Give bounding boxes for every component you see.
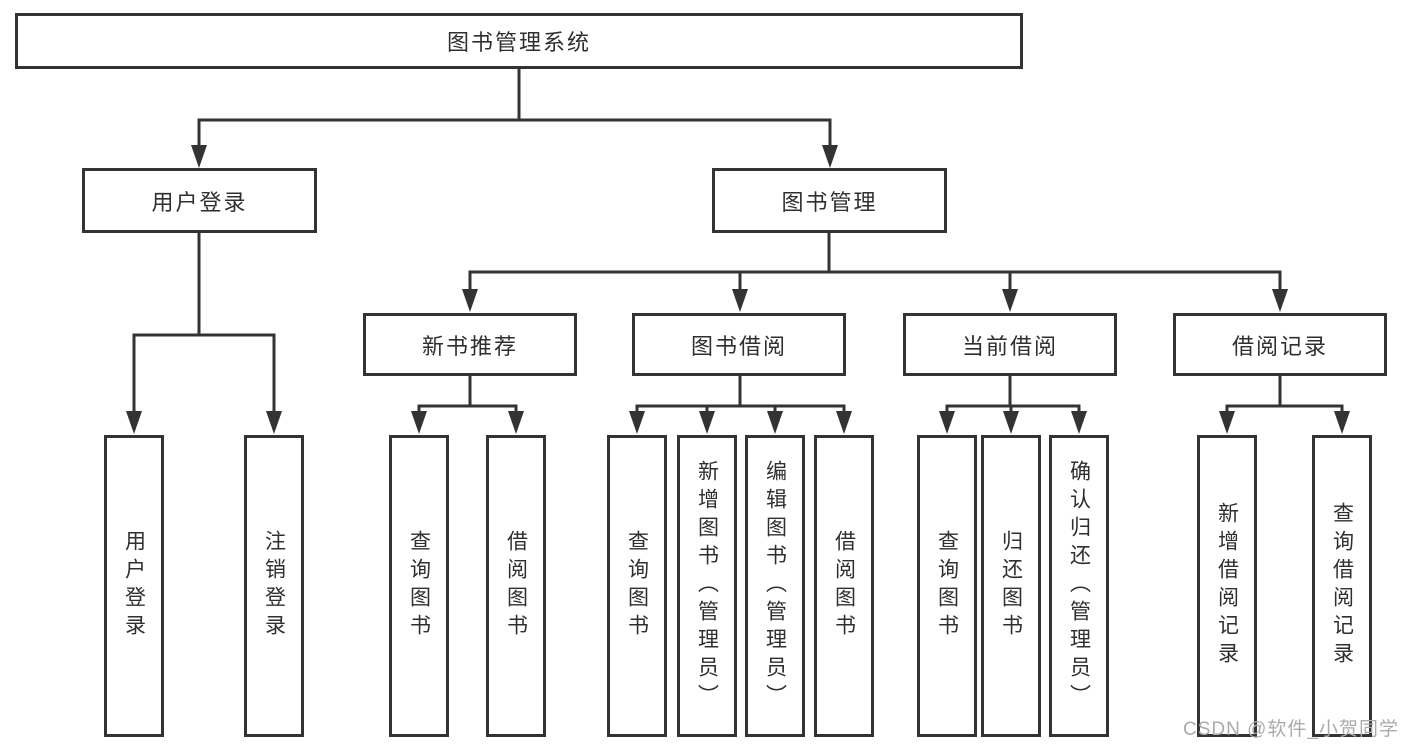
arrow-down-icon <box>266 411 282 434</box>
leaf-query-books-current: 查询图书 <box>917 435 977 737</box>
arrow-down-icon <box>462 289 478 312</box>
connector-paths <box>132 67 1344 416</box>
node-book-management: 图书管理 <box>712 168 947 233</box>
leaf-edit-book-admin: 编辑图书（管理员） <box>745 435 805 737</box>
leaf-label: 注销登录 <box>262 530 286 642</box>
arrow-down-icon <box>836 411 852 434</box>
arrow-down-icon <box>629 411 645 434</box>
arrow-down-icon <box>1334 411 1350 434</box>
arrow-down-icon <box>699 411 715 434</box>
node-book-borrowing: 图书借阅 <box>632 313 846 376</box>
leaf-query-books-borrowing: 查询图书 <box>607 435 667 737</box>
arrow-down-icon <box>1219 411 1235 434</box>
leaf-add-book-admin: 新增图书（管理员） <box>677 435 737 737</box>
node-borrowing-records: 借阅记录 <box>1173 313 1387 376</box>
leaf-label: 编辑图书（管理员） <box>763 460 787 712</box>
leaf-label: 确认归还（管理员） <box>1067 460 1091 712</box>
leaf-label: 借阅图书 <box>832 530 856 642</box>
arrow-down-icon <box>1002 289 1018 312</box>
arrow-down-icon <box>1071 411 1087 434</box>
leaf-confirm-return-admin: 确认归还（管理员） <box>1049 435 1109 737</box>
arrow-down-icon <box>1272 289 1288 312</box>
leaf-label: 查询图书 <box>935 530 959 642</box>
leaf-add-borrow-record: 新增借阅记录 <box>1197 435 1257 737</box>
arrow-down-icon <box>126 411 142 434</box>
root-node: 图书管理系统 <box>15 13 1023 69</box>
node-user-login: 用户登录 <box>82 168 317 233</box>
node-current-borrowing: 当前借阅 <box>903 313 1117 376</box>
arrow-down-icon <box>191 145 207 168</box>
watermark: CSDN @软件_小贺同学 <box>1183 719 1399 740</box>
leaf-user-login: 用户登录 <box>104 435 164 737</box>
leaf-borrow-books-borrowing: 借阅图书 <box>814 435 874 737</box>
leaf-label: 借阅图书 <box>504 530 528 642</box>
leaf-query-borrow-record: 查询借阅记录 <box>1312 435 1372 737</box>
leaf-return-books: 归还图书 <box>981 435 1041 737</box>
arrowheads <box>126 145 1350 434</box>
leaf-label: 新增借阅记录 <box>1215 502 1239 670</box>
leaf-label: 查询图书 <box>625 530 649 642</box>
arrow-down-icon <box>822 145 838 168</box>
arrow-down-icon <box>1003 411 1019 434</box>
leaf-logout: 注销登录 <box>244 435 304 737</box>
arrow-down-icon <box>508 411 524 434</box>
leaf-label: 新增图书（管理员） <box>695 460 719 712</box>
leaf-label: 查询借阅记录 <box>1330 502 1354 670</box>
arrow-down-icon <box>939 411 955 434</box>
arrow-down-icon <box>732 289 748 312</box>
leaf-label: 查询图书 <box>407 530 431 642</box>
leaf-query-books-recommend: 查询图书 <box>389 435 449 737</box>
leaf-label: 用户登录 <box>122 530 146 642</box>
leaf-label: 归还图书 <box>999 530 1023 642</box>
arrow-down-icon <box>767 411 783 434</box>
leaf-borrow-books-recommend: 借阅图书 <box>486 435 546 737</box>
arrow-down-icon <box>411 411 427 434</box>
node-new-book-recommendation: 新书推荐 <box>363 313 577 376</box>
